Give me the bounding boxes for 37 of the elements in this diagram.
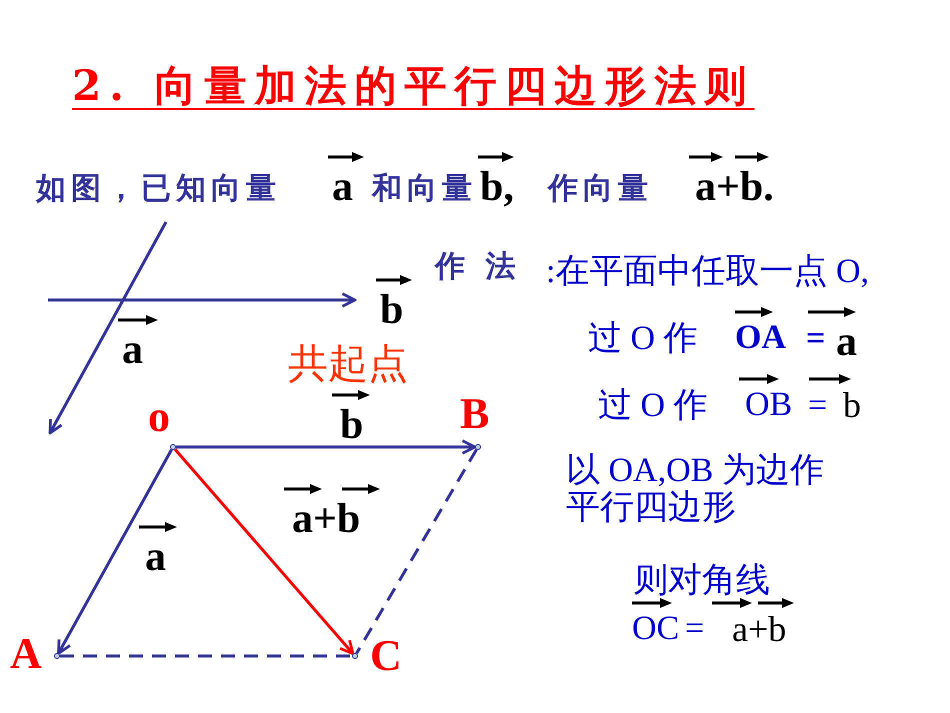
text-label: 过 O 作 [598,387,708,424]
edge-label: a [145,520,166,580]
text-label: = [685,610,704,648]
dashed-line [60,654,352,658]
vector-label: a+b. [695,150,774,210]
text-label: 以 OA,OB 为边作平行四边形 [566,452,825,527]
text-label: = [806,320,826,358]
point [170,444,176,450]
arrow [176,439,476,455]
vector-label: OA [735,305,786,356]
point-label: o [148,393,170,442]
edge-label: b [340,388,364,448]
text-label: = [808,387,828,424]
point-label: B [460,390,490,438]
dashed-line [355,448,478,654]
text-label: 过 O 作 [588,320,698,358]
arrow [57,448,173,655]
vector-label: b [843,372,861,426]
vector-label: OB [745,372,792,424]
text-label: 和向量 [372,172,477,205]
edge-label: a+b [292,482,360,542]
vector-label: a [836,305,857,366]
vector-label: a [122,313,143,374]
text-label: 作向量 [548,172,653,205]
text-label: :在平面中任取一点 O, [546,253,869,290]
title: 2. 向量加法的平行四边形法则 [72,60,754,112]
point [475,444,481,450]
point [54,653,60,659]
vector-label: a [332,150,353,210]
arrow [174,448,354,656]
text-label: 作 法 [435,250,520,283]
text-label: 共起点 [288,342,408,386]
text-label: 如图，已知向量 [36,172,281,205]
point-label: A [10,630,42,678]
vector-label: b [380,273,404,334]
point-label: C [370,632,402,680]
vector-label: b, [480,150,514,210]
